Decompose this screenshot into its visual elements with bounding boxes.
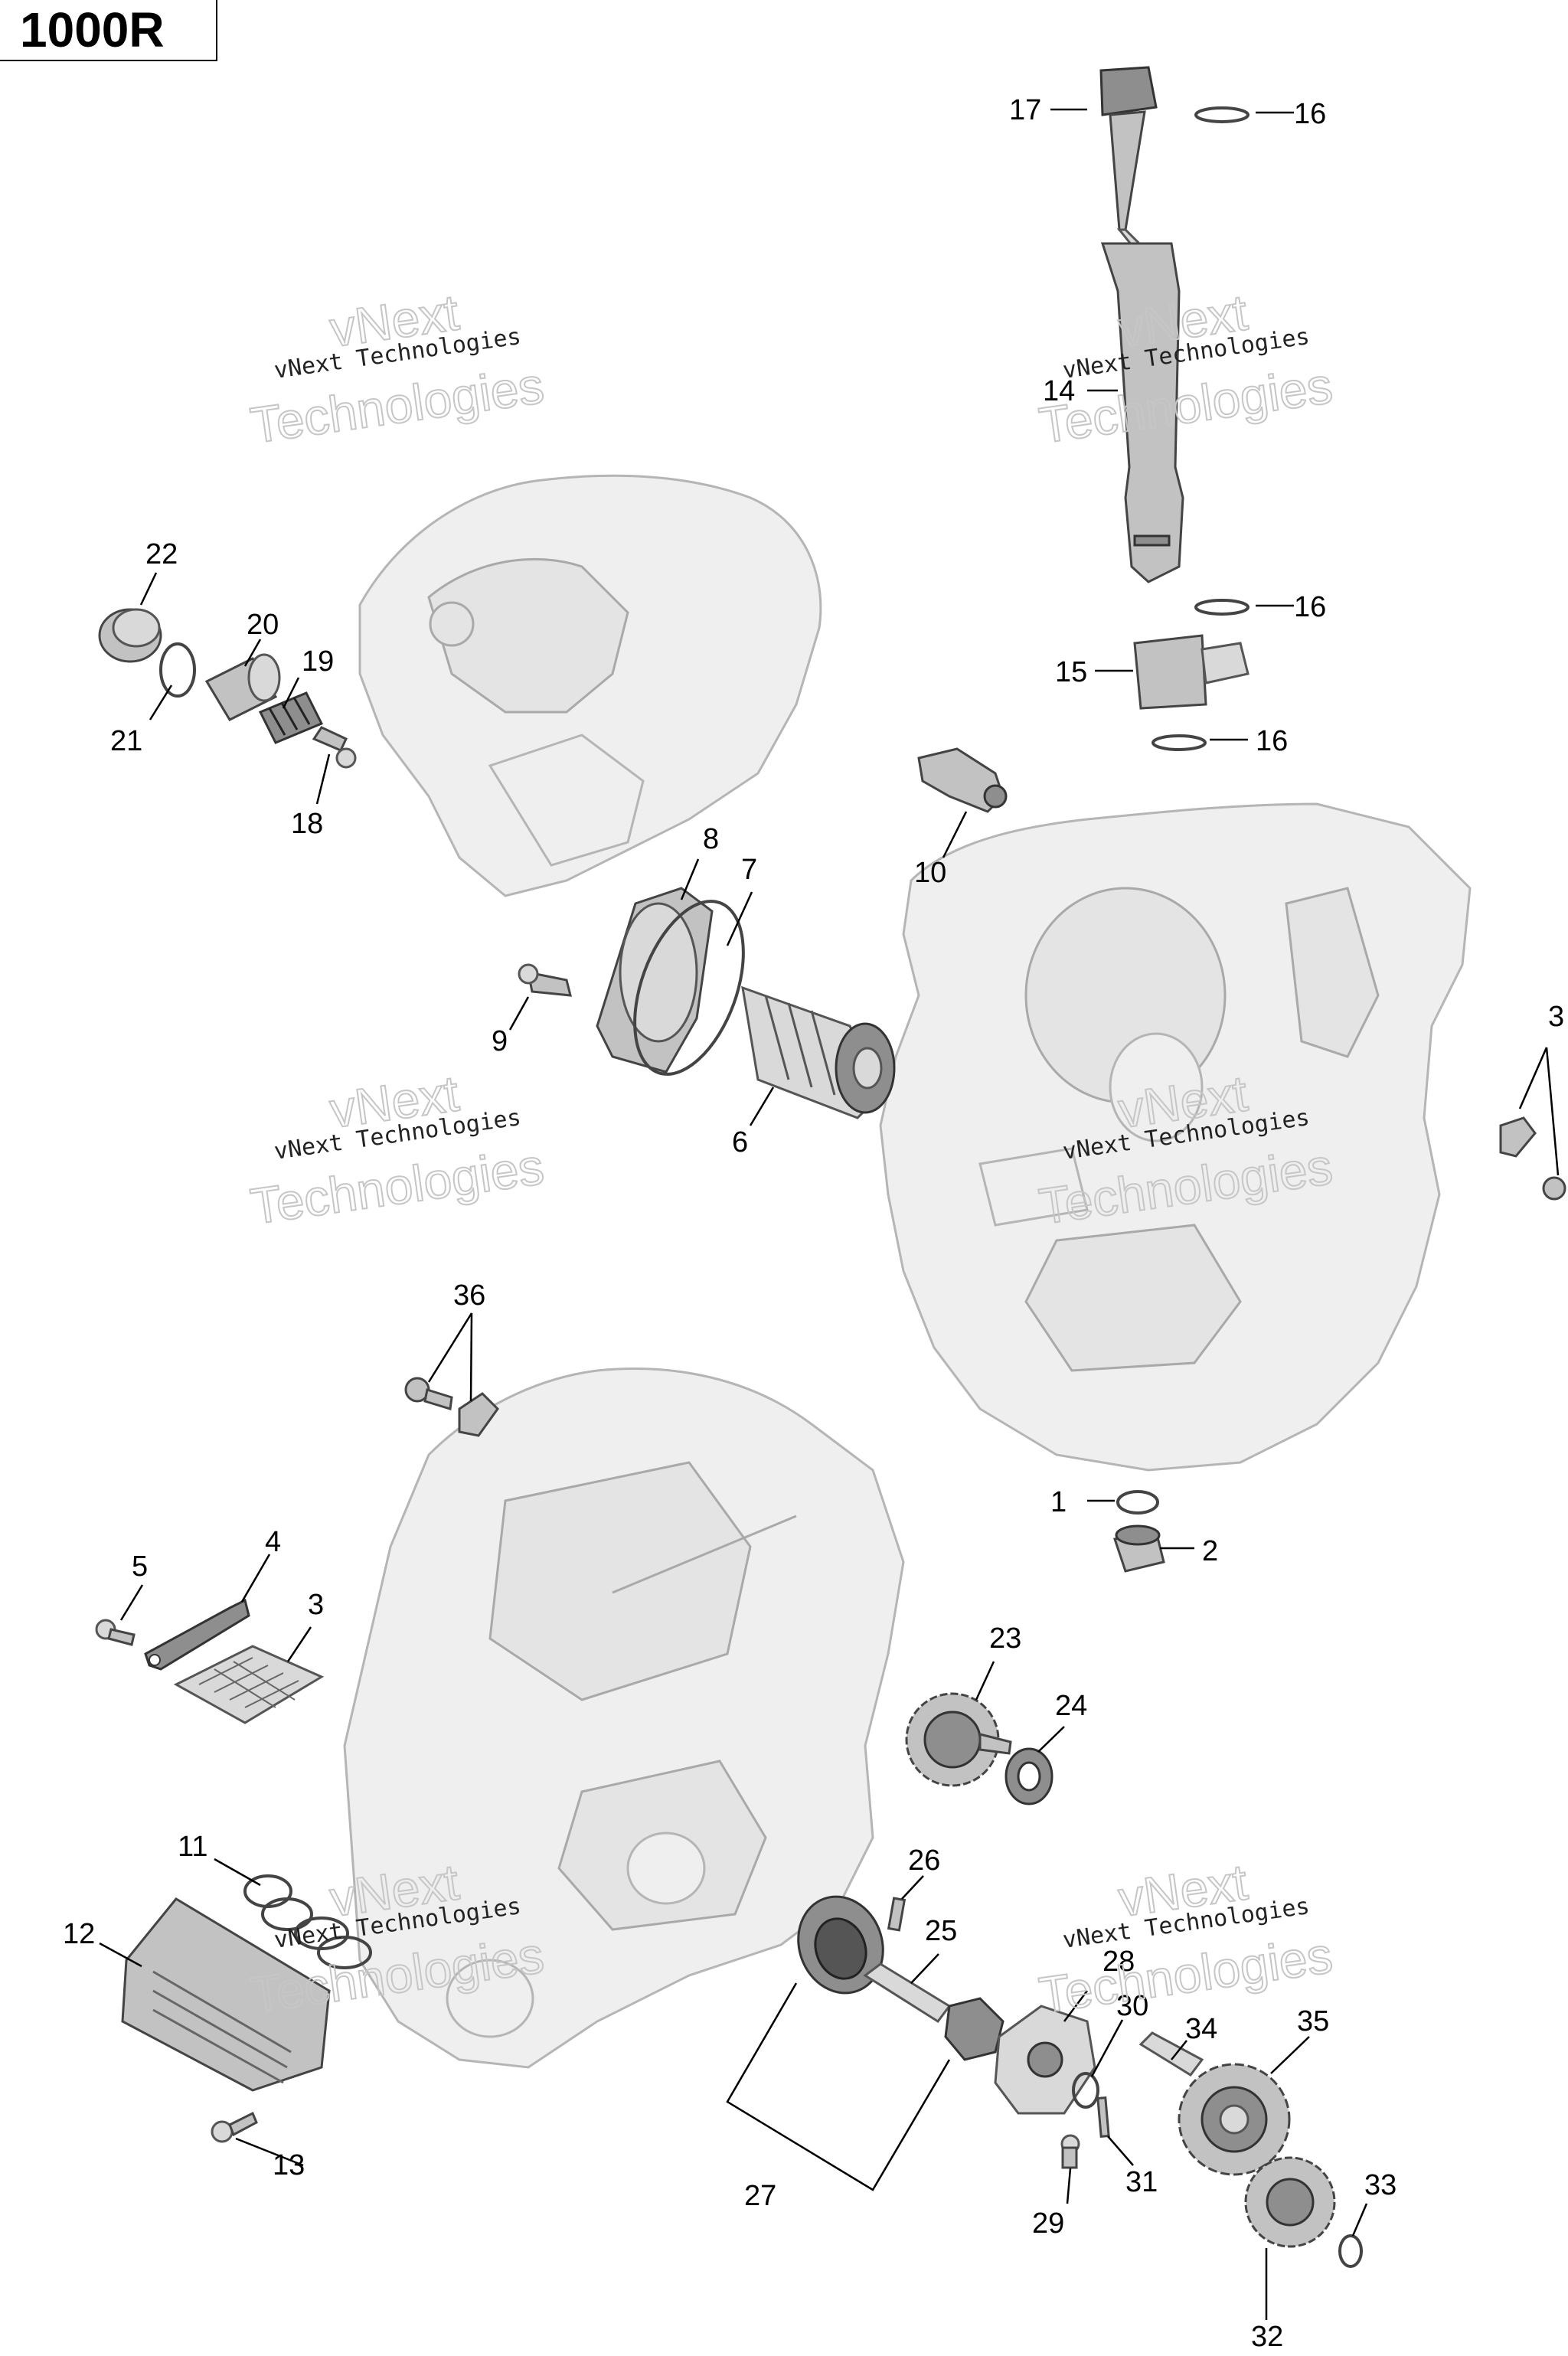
o-ring-30	[1072, 2072, 1099, 2109]
callout-14: 14	[1043, 375, 1075, 407]
callout-19: 19	[302, 645, 334, 678]
fitting-36	[404, 1377, 499, 1437]
watermark-2: vNext Technologies vNext Technologies	[1035, 283, 1337, 454]
callout-28: 28	[1102, 1946, 1135, 1978]
callout-7: 7	[741, 854, 757, 886]
callout-27: 27	[744, 2180, 776, 2212]
seal-24	[1004, 1747, 1054, 1805]
oil-pressure-sensor	[917, 747, 1008, 813]
callout-11: 11	[178, 1831, 207, 1863]
strainer-bracket	[144, 1598, 250, 1671]
callout-29: 29	[1032, 2207, 1064, 2240]
bolt-18	[312, 726, 357, 769]
watermark-5: vNext Technologies vNext Technologies	[247, 1852, 548, 2024]
oil-strainer-screen	[173, 1645, 325, 1724]
watermark-1: vNext Technologies vNext Technologies	[247, 283, 548, 454]
pump-shaft-25	[863, 1962, 952, 2024]
callout-35: 35	[1297, 2005, 1329, 2037]
callout-21: 21	[110, 725, 142, 757]
bolt-29	[1060, 2134, 1080, 2169]
callout-12: 12	[63, 1918, 95, 1950]
gear-32	[1244, 2156, 1336, 2248]
o-ring-7	[633, 900, 745, 1076]
right-crankcase	[879, 802, 1472, 1472]
callout-9: 9	[492, 1025, 508, 1057]
model-label: 1000R	[20, 2, 165, 57]
callout-4: 4	[265, 1526, 281, 1558]
dipstick	[1099, 66, 1158, 258]
gear-35	[1178, 2063, 1291, 2176]
bolt-5	[95, 1619, 136, 1646]
lower-crankcase	[343, 1368, 905, 2069]
callout-13: 13	[273, 2149, 305, 2181]
callout-16-middle: 16	[1294, 591, 1326, 623]
pump-rotor-outer	[797, 1895, 884, 1995]
callout-30: 30	[1116, 1990, 1148, 2022]
callout-10: 10	[914, 857, 946, 889]
oil-cooler	[121, 1897, 331, 2092]
callout-33: 33	[1364, 2169, 1396, 2201]
gear-23	[905, 1692, 1012, 1787]
shaft-34	[1138, 2031, 1204, 2077]
drain-plug	[1113, 1524, 1165, 1573]
callout-20: 20	[247, 609, 279, 641]
callout-31: 31	[1125, 2166, 1158, 2198]
clip-33	[1338, 2234, 1363, 2268]
callout-labels: 17 16 14 16 15 16 10 22 20 19 21 18 8 7 …	[63, 94, 1564, 2353]
o-ring-1	[1116, 1490, 1159, 1515]
leader-lines	[99, 108, 1560, 2320]
callout-24: 24	[1055, 1690, 1087, 1722]
o-ring-21	[159, 642, 196, 698]
fitting-right	[1499, 1116, 1566, 1201]
callout-8: 8	[703, 823, 719, 855]
callout-17: 17	[1009, 94, 1041, 126]
o-ring-16-top	[1194, 106, 1250, 123]
pin-26	[887, 1897, 906, 1932]
callout-32: 32	[1251, 2321, 1283, 2352]
callout-18: 18	[291, 808, 323, 840]
relief-valve-piston	[204, 653, 281, 721]
pump-cover-28	[994, 2005, 1096, 2115]
callout-1: 1	[1050, 1486, 1067, 1518]
callout-15: 15	[1055, 656, 1087, 688]
callout-5: 5	[132, 1551, 148, 1583]
callout-23: 23	[989, 1622, 1021, 1655]
callout-3-right: 3	[1548, 1001, 1564, 1033]
oil-filter	[741, 985, 896, 1119]
bolt-9	[518, 963, 572, 997]
callout-36: 36	[453, 1279, 485, 1312]
model-label-box: 1000R	[0, 0, 217, 61]
oil-filter-cover	[596, 887, 714, 1073]
upper-crankcase-cover	[358, 474, 822, 897]
callout-16-top: 16	[1294, 98, 1326, 130]
callout-25: 25	[925, 1915, 957, 1947]
callout-2: 2	[1202, 1535, 1218, 1567]
callout-34: 34	[1185, 2013, 1217, 2045]
relief-spring	[258, 691, 324, 744]
callout-26: 26	[908, 1845, 940, 1877]
callout-22: 22	[145, 538, 178, 570]
o-ring-16-middle	[1194, 599, 1250, 616]
o-ring-16-bottom	[1152, 734, 1207, 751]
relief-valve-plug	[98, 608, 162, 663]
dipstick-tube	[1100, 242, 1184, 583]
pin-31	[1096, 2096, 1110, 2138]
bolt-13	[211, 2111, 258, 2143]
pump-rotor-inner	[944, 1997, 1004, 2061]
oil-cooler-gaskets	[243, 1874, 372, 1969]
tube-elbow	[1133, 634, 1250, 710]
callout-6: 6	[732, 1126, 748, 1158]
callout-3: 3	[308, 1589, 324, 1621]
callout-16-bottom: 16	[1256, 725, 1288, 757]
watermark-3: vNext Technologies vNext Technologies	[247, 1064, 548, 1235]
watermark-6: vNext Technologies vNext Technologies	[1035, 1852, 1337, 2024]
